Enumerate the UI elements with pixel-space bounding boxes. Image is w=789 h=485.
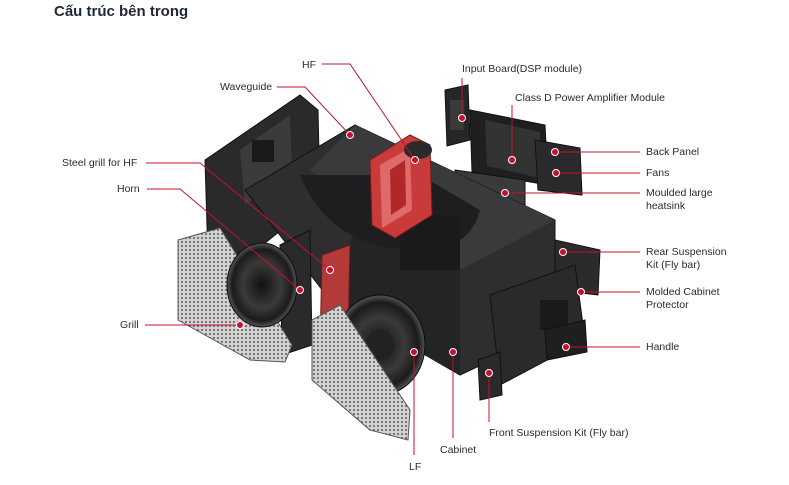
- leader-hf: [322, 63, 416, 161]
- label-back-panel: Back Panel: [646, 146, 699, 158]
- label-cabinet-protector-line1: Molded Cabinet: [646, 286, 720, 298]
- label-grill: Grill: [120, 319, 139, 331]
- label-cabinet: Cabinet: [440, 444, 476, 456]
- input-board-module: [444, 84, 471, 147]
- dot-handle: [562, 343, 570, 351]
- callout-dots: [236, 114, 585, 377]
- callout-leaders: [145, 63, 640, 455]
- dot-fans: [552, 169, 560, 177]
- label-heatsink-line2: heatsink: [646, 200, 686, 212]
- lf-grill-part: [311, 304, 411, 441]
- label-fans: Fans: [646, 167, 669, 179]
- dot-cabinet: [449, 348, 457, 356]
- dot-heatsink: [501, 189, 509, 197]
- hf-driver: [369, 134, 433, 239]
- label-hf: HF: [302, 59, 316, 71]
- leader-waveguide: [277, 86, 351, 136]
- label-heatsink-line1: Moulded large: [646, 187, 713, 199]
- label-waveguide: Waveguide: [220, 81, 272, 93]
- leader-steel-grill-hf: [146, 162, 331, 271]
- back-panel-part: [534, 139, 583, 196]
- label-rear-suspension-line1: Rear Suspension: [646, 246, 727, 258]
- handle-part: [544, 319, 588, 361]
- dot-cabinet-protector: [577, 288, 585, 296]
- dot-hf: [411, 156, 419, 164]
- label-rear-suspension-line2: Kit (Fly bar): [646, 259, 700, 271]
- label-handle: Handle: [646, 341, 679, 353]
- label-lf: LF: [409, 461, 421, 473]
- label-cabinet-protector: Molded Cabinet Protector: [646, 286, 722, 311]
- leader-horn: [147, 188, 301, 291]
- dot-front-suspension: [485, 369, 493, 377]
- page-title: Cấu trúc bên trong: [54, 3, 189, 20]
- label-rear-suspension: Rear Suspension Kit (Fly bar): [646, 246, 729, 271]
- label-heatsink: Moulded large heatsink: [646, 187, 715, 212]
- dot-grill: [236, 321, 244, 329]
- dot-horn: [296, 286, 304, 294]
- dot-rear-suspension: [559, 248, 567, 256]
- dot-steel-grill-hf: [326, 266, 334, 274]
- dot-input-board: [458, 114, 466, 122]
- label-front-suspension: Front Suspension Kit (Fly bar): [489, 427, 628, 439]
- label-class-d-amp: Class D Power Amplifier Module: [515, 92, 665, 104]
- label-cabinet-protector-line2: Protector: [646, 299, 689, 311]
- dot-class-d-amp: [508, 156, 516, 164]
- dot-back-panel: [551, 148, 559, 156]
- label-horn: Horn: [117, 183, 140, 195]
- dot-lf: [410, 348, 418, 356]
- dot-waveguide: [346, 131, 354, 139]
- callout-labels: HF Input Board(DSP module) Waveguide Cla…: [62, 59, 729, 473]
- label-input-board: Input Board(DSP module): [462, 63, 582, 75]
- label-steel-grill-hf: Steel grill for HF: [62, 157, 137, 169]
